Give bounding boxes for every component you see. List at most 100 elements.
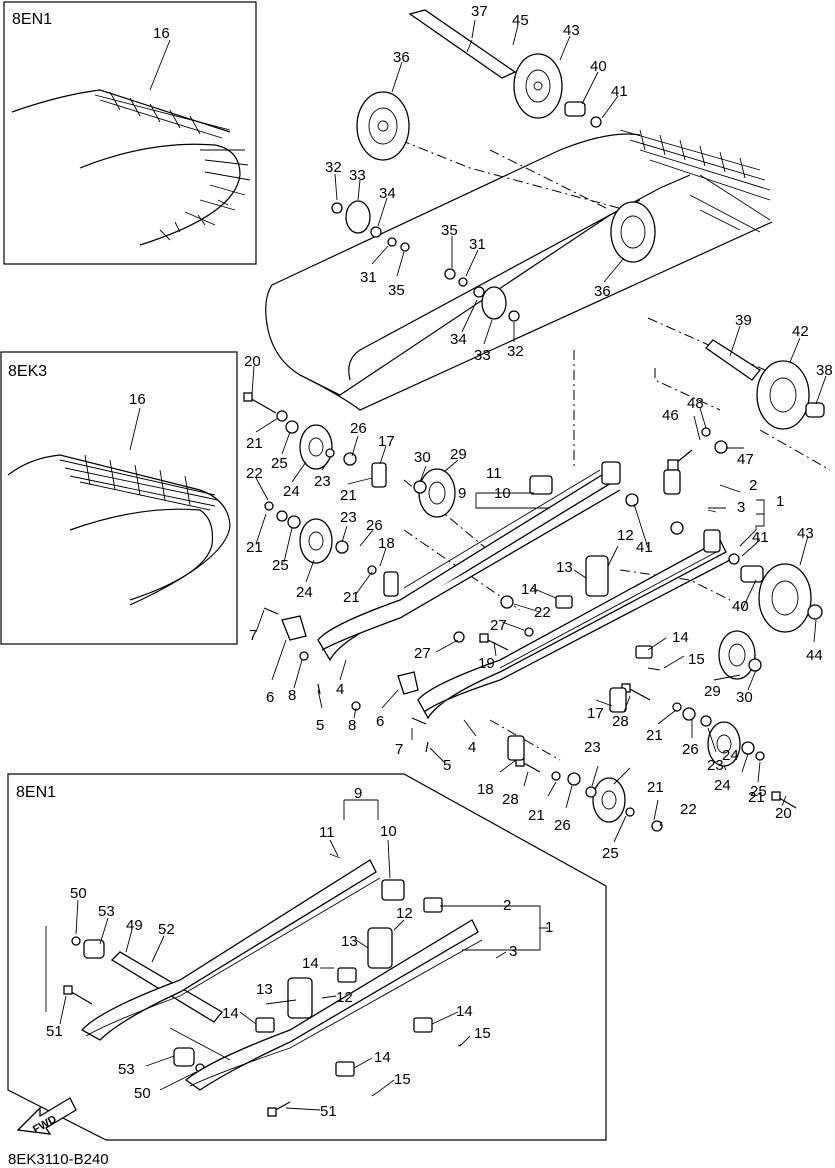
callout-9: 9 <box>458 485 466 502</box>
callout-29: 29 <box>450 446 467 463</box>
bottom-rails <box>45 859 483 1091</box>
callout-2: 2 <box>503 897 511 914</box>
callout-53: 53 <box>118 1061 135 1078</box>
callout-14: 14 <box>222 1005 239 1022</box>
callout-41: 41 <box>752 529 769 546</box>
callout-23: 23 <box>707 757 724 774</box>
callout-24: 24 <box>714 777 731 794</box>
callout-18: 18 <box>477 781 494 798</box>
callout-9: 9 <box>354 785 362 802</box>
callout-38: 38 <box>816 362 833 379</box>
callout-16: 16 <box>153 25 170 42</box>
callout-41: 41 <box>611 83 628 100</box>
callout-21: 21 <box>246 539 263 556</box>
callout-6: 6 <box>376 713 384 730</box>
callout-13: 13 <box>341 933 358 950</box>
inset-8ek3-track: 8EK3 <box>0 351 238 645</box>
callout-7: 7 <box>395 741 403 758</box>
callout-33: 33 <box>349 167 366 184</box>
callout-34: 34 <box>450 331 467 348</box>
callout-21: 21 <box>340 487 357 504</box>
callout-12: 12 <box>617 527 634 544</box>
bottom-box-frame: 8EN1 <box>7 773 607 1141</box>
callout-27: 27 <box>490 617 507 634</box>
callout-17: 17 <box>587 705 604 722</box>
callout-5: 5 <box>316 717 324 734</box>
callout-15: 15 <box>394 1071 411 1088</box>
callout-28: 28 <box>612 713 629 730</box>
callout-21: 21 <box>343 589 360 606</box>
track-belt <box>265 129 773 411</box>
callout-50: 50 <box>70 885 87 902</box>
rear-axle <box>408 9 517 79</box>
callout-34: 34 <box>379 185 396 202</box>
callout-14: 14 <box>456 1003 473 1020</box>
callout-22: 22 <box>534 604 551 621</box>
inset-8en1-track: 8EN1 <box>3 1 257 265</box>
callout-7: 7 <box>249 627 257 644</box>
callout-48: 48 <box>687 395 704 412</box>
callout-15: 15 <box>688 651 705 668</box>
callout-21: 21 <box>647 779 664 796</box>
callout-24: 24 <box>722 747 739 764</box>
shaft-39 <box>705 339 761 381</box>
callout-11: 11 <box>486 465 502 482</box>
callout-1: 1 <box>545 919 553 936</box>
callout-24: 24 <box>283 483 300 500</box>
callout-43: 43 <box>563 22 580 39</box>
callout-47: 47 <box>737 451 754 468</box>
callout-23: 23 <box>340 509 357 526</box>
callout-51: 51 <box>320 1103 337 1120</box>
callout-26: 26 <box>682 741 699 758</box>
callout-12: 12 <box>396 905 413 922</box>
callout-12: 12 <box>336 989 353 1006</box>
callout-33: 33 <box>474 347 491 364</box>
callout-11: 11 <box>319 824 335 841</box>
callout-24: 24 <box>296 584 313 601</box>
callout-39: 39 <box>735 312 752 329</box>
callout-23: 23 <box>584 739 601 756</box>
callout-1: 1 <box>776 493 784 510</box>
callout-26: 26 <box>366 517 383 534</box>
callout-32: 32 <box>507 343 524 360</box>
callout-19: 19 <box>478 655 495 672</box>
slide-rails <box>317 469 731 720</box>
callout-18: 18 <box>378 535 395 552</box>
callout-41: 41 <box>636 539 653 556</box>
callout-labels: 16 16 37 45 43 40 41 36 32 33 34 35 31 3… <box>46 3 833 1120</box>
callout-17: 17 <box>378 433 395 450</box>
callout-36: 36 <box>393 49 410 66</box>
callout-5: 5 <box>443 757 451 774</box>
callout-14: 14 <box>521 581 538 598</box>
callout-44: 44 <box>806 647 823 664</box>
callout-36: 36 <box>594 283 611 300</box>
callout-45: 45 <box>512 12 529 29</box>
callout-30: 30 <box>414 449 431 466</box>
callout-6: 6 <box>266 689 274 706</box>
callout-40: 40 <box>732 598 749 615</box>
callout-13: 13 <box>256 981 273 998</box>
callout-21: 21 <box>246 435 263 452</box>
callout-20: 20 <box>244 353 261 370</box>
diagram-code: 8EK3110-B240 <box>8 1151 109 1168</box>
callout-16: 16 <box>129 391 146 408</box>
inset-label-top: 8EN1 <box>12 11 52 28</box>
callout-25: 25 <box>750 783 767 800</box>
callout-31: 31 <box>360 269 377 286</box>
callout-22: 22 <box>246 465 263 482</box>
callout-25: 25 <box>272 557 289 574</box>
callout-29: 29 <box>704 683 721 700</box>
callout-15: 15 <box>474 1025 491 1042</box>
hardware <box>71 101 825 1073</box>
callout-27: 27 <box>414 645 431 662</box>
callout-53: 53 <box>98 903 115 920</box>
callout-46: 46 <box>662 407 679 424</box>
callout-23: 23 <box>314 473 331 490</box>
brackets <box>281 461 721 761</box>
callout-32: 32 <box>325 159 342 176</box>
callout-43: 43 <box>797 525 814 542</box>
bottom-box-label: 8EN1 <box>16 784 56 801</box>
inset-label-mid: 8EK3 <box>8 363 47 380</box>
callout-13: 13 <box>556 559 573 576</box>
callout-35: 35 <box>441 222 458 239</box>
